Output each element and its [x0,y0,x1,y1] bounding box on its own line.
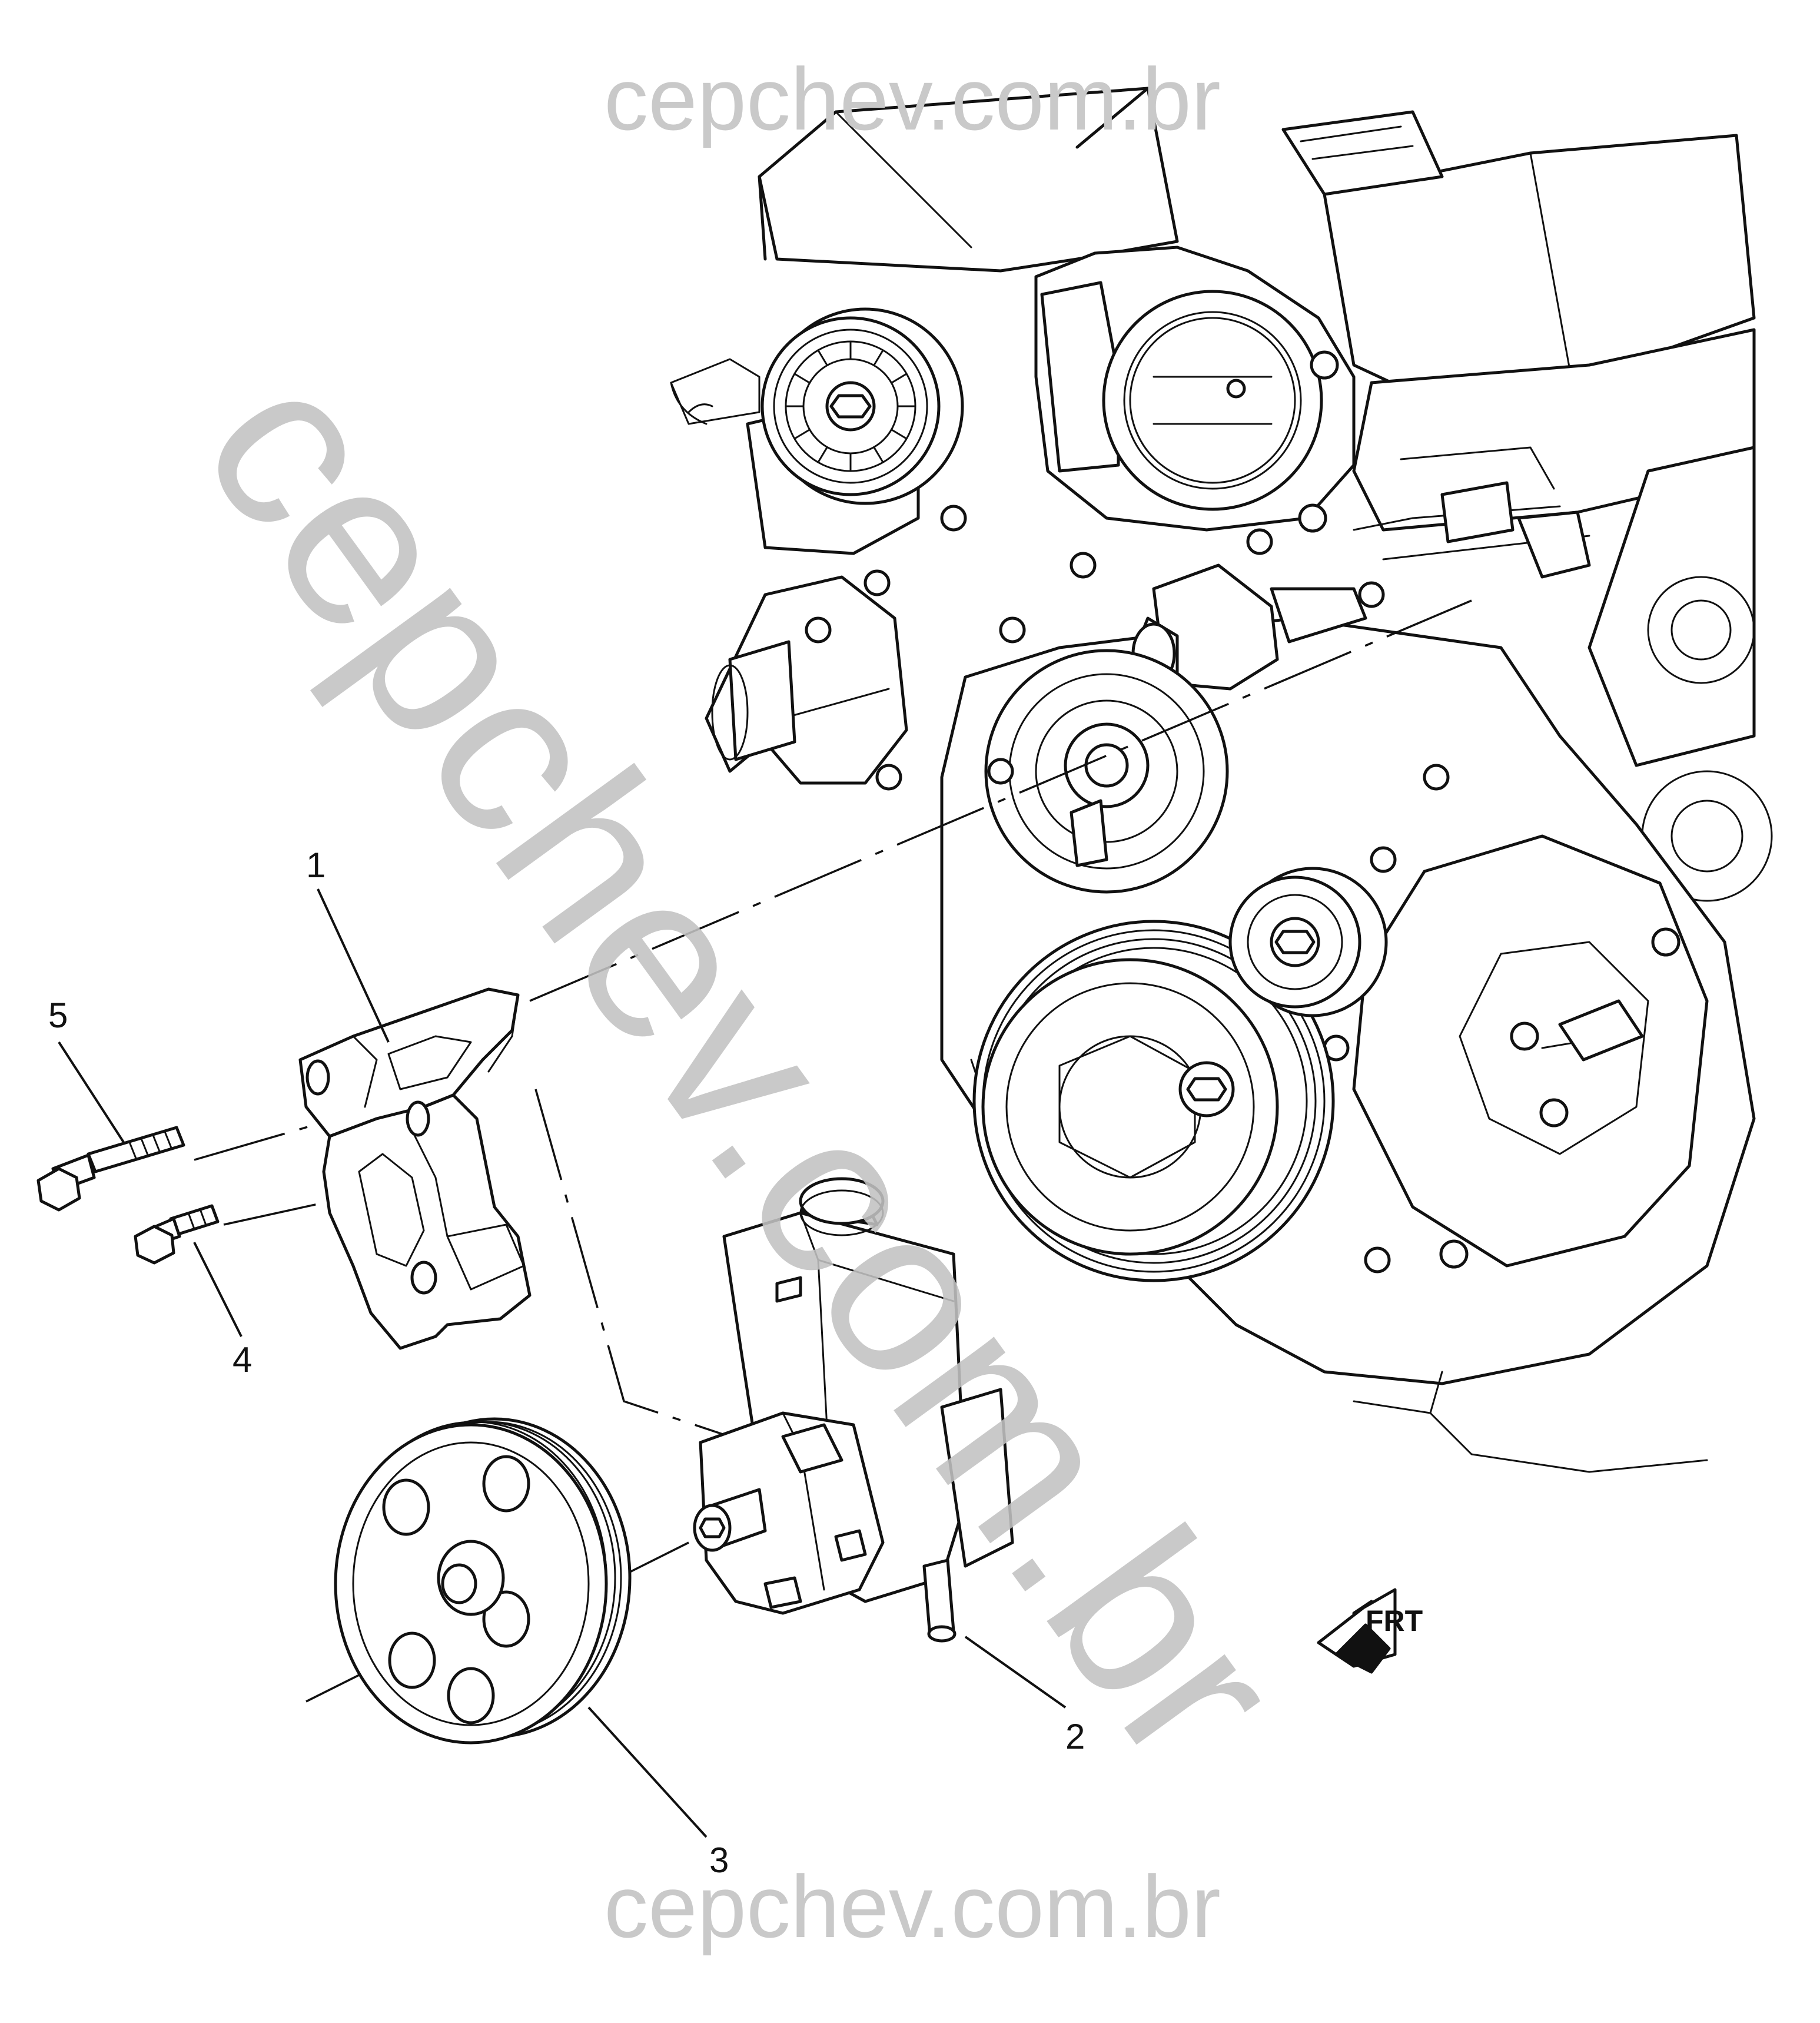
engine-bolts [805,505,1450,1274]
power-steering-pump-pulley [334,1417,632,1745]
idler-pulley-ribs [785,340,916,472]
callout-3: 3 [709,1840,729,1880]
bolt-5 [36,1126,185,1212]
front-indicator-label: FRT [1366,1604,1423,1637]
power-steering-pump [693,1177,1014,1643]
engine-assembly: FRT [670,87,1773,1674]
front-indicator: FRT [1317,1588,1423,1674]
callout-2: 2 [1065,1717,1085,1756]
watermark-bottom: cepchev.com.br [604,1857,1221,1956]
callout-5: 5 [48,996,68,1035]
callout-labels: 1 2 3 4 5 [48,845,1085,1880]
leader-lines [58,888,1067,1838]
callout-4: 4 [233,1340,252,1379]
callout-1: 1 [306,845,326,885]
watermark-top: cepchev.com.br [604,49,1221,148]
power-steering-pump-bracket [298,987,532,1350]
bolt-4 [134,1204,220,1265]
